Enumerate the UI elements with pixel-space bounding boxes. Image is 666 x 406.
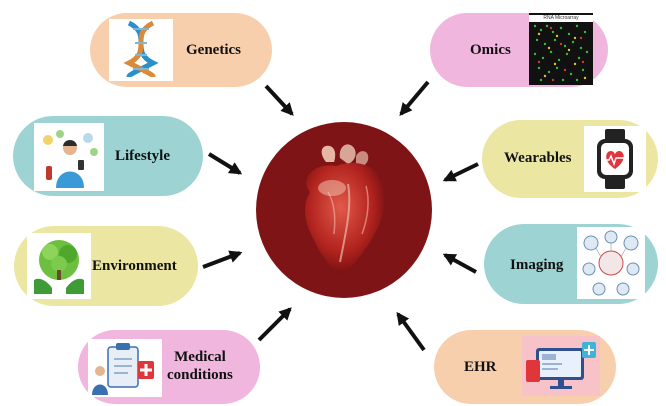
wearables-thumbnail bbox=[584, 126, 646, 192]
ehr-monitor-icon bbox=[524, 338, 598, 394]
arrow-genetics bbox=[266, 86, 292, 114]
lifestyle-label: Lifestyle bbox=[115, 147, 170, 165]
earth-tree-hands-icon bbox=[30, 236, 88, 296]
heart-center-circle bbox=[256, 122, 432, 298]
arrow-ehr bbox=[398, 314, 424, 350]
imaging-thumbnail bbox=[577, 227, 645, 299]
arrow-environment bbox=[203, 253, 240, 267]
arrow-lifestyle bbox=[209, 154, 240, 173]
arrow-imaging bbox=[445, 255, 476, 272]
dna-icon bbox=[121, 21, 161, 79]
omics-thumbnail: RNA Microarray bbox=[529, 13, 593, 85]
person-lifestyle-icon bbox=[36, 126, 102, 188]
medical-label-line1: Medical bbox=[167, 348, 233, 366]
microarray-icon bbox=[531, 22, 591, 84]
arrow-omics bbox=[401, 82, 428, 114]
heart-icon bbox=[256, 122, 432, 298]
ehr-thumbnail bbox=[522, 336, 600, 396]
lifestyle-thumbnail bbox=[34, 123, 104, 191]
medical-conditions-thumbnail bbox=[88, 339, 162, 397]
genetics-label: Genetics bbox=[186, 41, 241, 59]
genetics-thumbnail bbox=[109, 19, 173, 81]
ehr-label: EHR bbox=[464, 358, 497, 376]
clipboard-doctor-icon bbox=[90, 341, 160, 395]
arrow-medical bbox=[259, 309, 290, 340]
medical-conditions-label: Medical conditions bbox=[167, 348, 233, 384]
wearables-label: Wearables bbox=[504, 149, 572, 167]
smartwatch-icon bbox=[593, 129, 637, 189]
medical-imaging-techniques-icon bbox=[579, 229, 643, 297]
environment-thumbnail bbox=[27, 233, 91, 299]
arrow-wearables bbox=[445, 164, 478, 180]
medical-label-line2: conditions bbox=[167, 366, 233, 384]
imaging-label: Imaging bbox=[510, 256, 563, 274]
environment-label: Environment bbox=[92, 257, 177, 275]
microarray-caption: RNA Microarray bbox=[529, 15, 593, 22]
omics-label: Omics bbox=[470, 41, 511, 59]
